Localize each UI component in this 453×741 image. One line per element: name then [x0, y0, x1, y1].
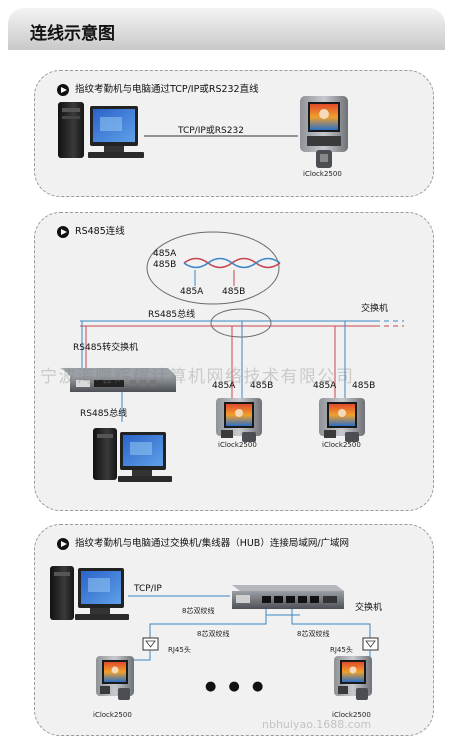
device2-label: iClock2500: [322, 441, 361, 449]
arrow-right-icon: [57, 83, 69, 96]
converter-label: RS485转交换机: [73, 343, 139, 353]
twisted-b-label: 485B: [153, 260, 177, 270]
rj45-right-label: RJ45头: [330, 646, 353, 654]
cable2-label: 8芯双绞线: [197, 630, 230, 638]
computer-icon: [58, 102, 144, 158]
tcpip-label: TCP/IP: [134, 584, 162, 594]
page-title: 连线示意图: [30, 24, 115, 44]
panel2-title: RS485连线: [57, 223, 125, 238]
bus-label: RS485总线: [148, 310, 196, 320]
dev1-a-label: 485A: [212, 381, 236, 391]
rj45-left-label: RJ45头: [168, 646, 191, 654]
panel3-title: 指纹考勤机与电脑通过交换机/集线器（HUB）连接局域网/广域网: [57, 535, 349, 550]
dev2-b-label: 485B: [352, 381, 376, 391]
rs485-converter-icon: [62, 368, 176, 392]
site-watermark: nbhuiyao.1688.com: [262, 718, 372, 731]
device1-label: iClock2500: [218, 441, 257, 449]
computer-icon: [93, 428, 172, 482]
iclock-device-icon: [334, 656, 372, 700]
arrow-right-icon: [57, 537, 69, 550]
bus-label-2: RS485总线: [80, 409, 128, 419]
dev2-a-label: 485A: [313, 381, 337, 391]
iclock-device-icon: [300, 96, 348, 168]
panel2-title-text: RS485连线: [75, 226, 125, 237]
loop-a-label: 485A: [180, 287, 204, 297]
device2-label: iClock2500: [332, 711, 371, 719]
twisted-a-label: 485A: [153, 249, 177, 259]
twisted-pair-circle: [146, 231, 280, 305]
device-label: iClock2500: [303, 170, 342, 178]
device1-label: iClock2500: [93, 711, 132, 719]
dev1-b-label: 485B: [250, 381, 274, 391]
page-header: 连线示意图: [8, 8, 445, 50]
panel1-title: 指纹考勤机与电脑通过TCP/IP或RS232直线: [57, 81, 259, 96]
link-label: TCP/IP或RS232: [178, 126, 244, 136]
more-devices-dots: ● ● ●: [205, 679, 268, 694]
iclock-device-icon: [216, 398, 262, 442]
rj45-icon: [362, 637, 379, 651]
switch-label: 交换机: [355, 603, 383, 613]
iclock-device-icon: [96, 656, 134, 700]
computer-icon: [50, 566, 129, 620]
panel-lan-wan: 指纹考勤机与电脑通过交换机/集线器（HUB）连接局域网/广域网: [34, 524, 434, 736]
switch-left-cable: [149, 609, 267, 638]
switch-right-cable: [291, 609, 371, 638]
loop-b-label: 485B: [222, 287, 246, 297]
rj45-icon: [142, 637, 159, 651]
company-watermark: 宁波海曙辉耀计算机网络技术有限公司: [40, 367, 355, 387]
bus-junction-circle: [210, 308, 272, 338]
arrow-right-icon: [57, 225, 69, 238]
switch-label: 交换机: [361, 304, 389, 314]
panel1-title-text: 指纹考勤机与电脑通过TCP/IP或RS232直线: [75, 84, 259, 95]
cable3-label: 8芯双绞线: [297, 630, 330, 638]
network-switch-icon: [232, 585, 344, 609]
iclock-device-icon: [319, 398, 365, 442]
twisted-wire-blue: [183, 257, 281, 269]
cable1-label: 8芯双绞线: [182, 607, 215, 615]
panel3-title-text: 指纹考勤机与电脑通过交换机/集线器（HUB）连接局域网/广域网: [75, 538, 350, 549]
